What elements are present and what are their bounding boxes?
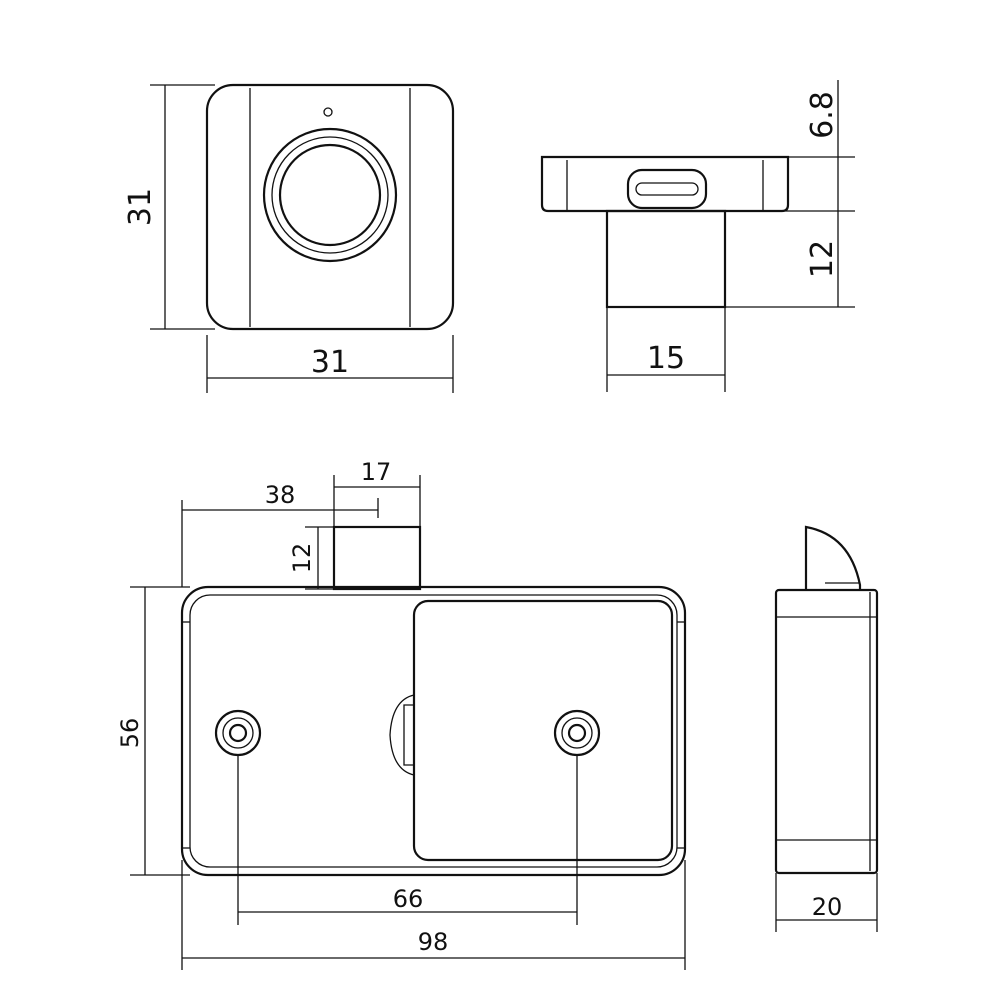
fingerprint-module-side-view [540, 80, 855, 392]
usb-c-port-icon [626, 168, 708, 210]
lock-body-side-view [774, 525, 879, 932]
dimension-stem-width: 15 [647, 341, 685, 376]
dimension-tongue-width: 17 [361, 458, 392, 486]
dimension-stem-height: 12 [805, 240, 840, 278]
lock-body-front-view [130, 475, 687, 970]
latch-bolt [804, 525, 862, 590]
dimension-tongue-height: 12 [288, 543, 316, 574]
dimension-offset-38: 38 [265, 481, 296, 509]
dimension-hole-spacing: 66 [393, 885, 424, 913]
dimension-body-depth: 20 [812, 893, 843, 921]
dimension-body-width: 98 [418, 928, 449, 956]
lock-tongue [332, 525, 422, 591]
dimension-top-thickness: 6.8 [805, 91, 840, 139]
dimension-body-height: 56 [116, 718, 144, 749]
fingerprint-sensor-icon [262, 127, 398, 263]
fingerprint-module-front-view [150, 83, 455, 393]
mounting-hole-right-icon [553, 709, 601, 757]
mounting-hole-left-icon [214, 709, 262, 757]
indicator-led-icon [323, 107, 333, 117]
lock-cover [412, 599, 674, 862]
dimension-front-height: 31 [123, 188, 158, 226]
dimension-front-width: 31 [311, 345, 349, 380]
